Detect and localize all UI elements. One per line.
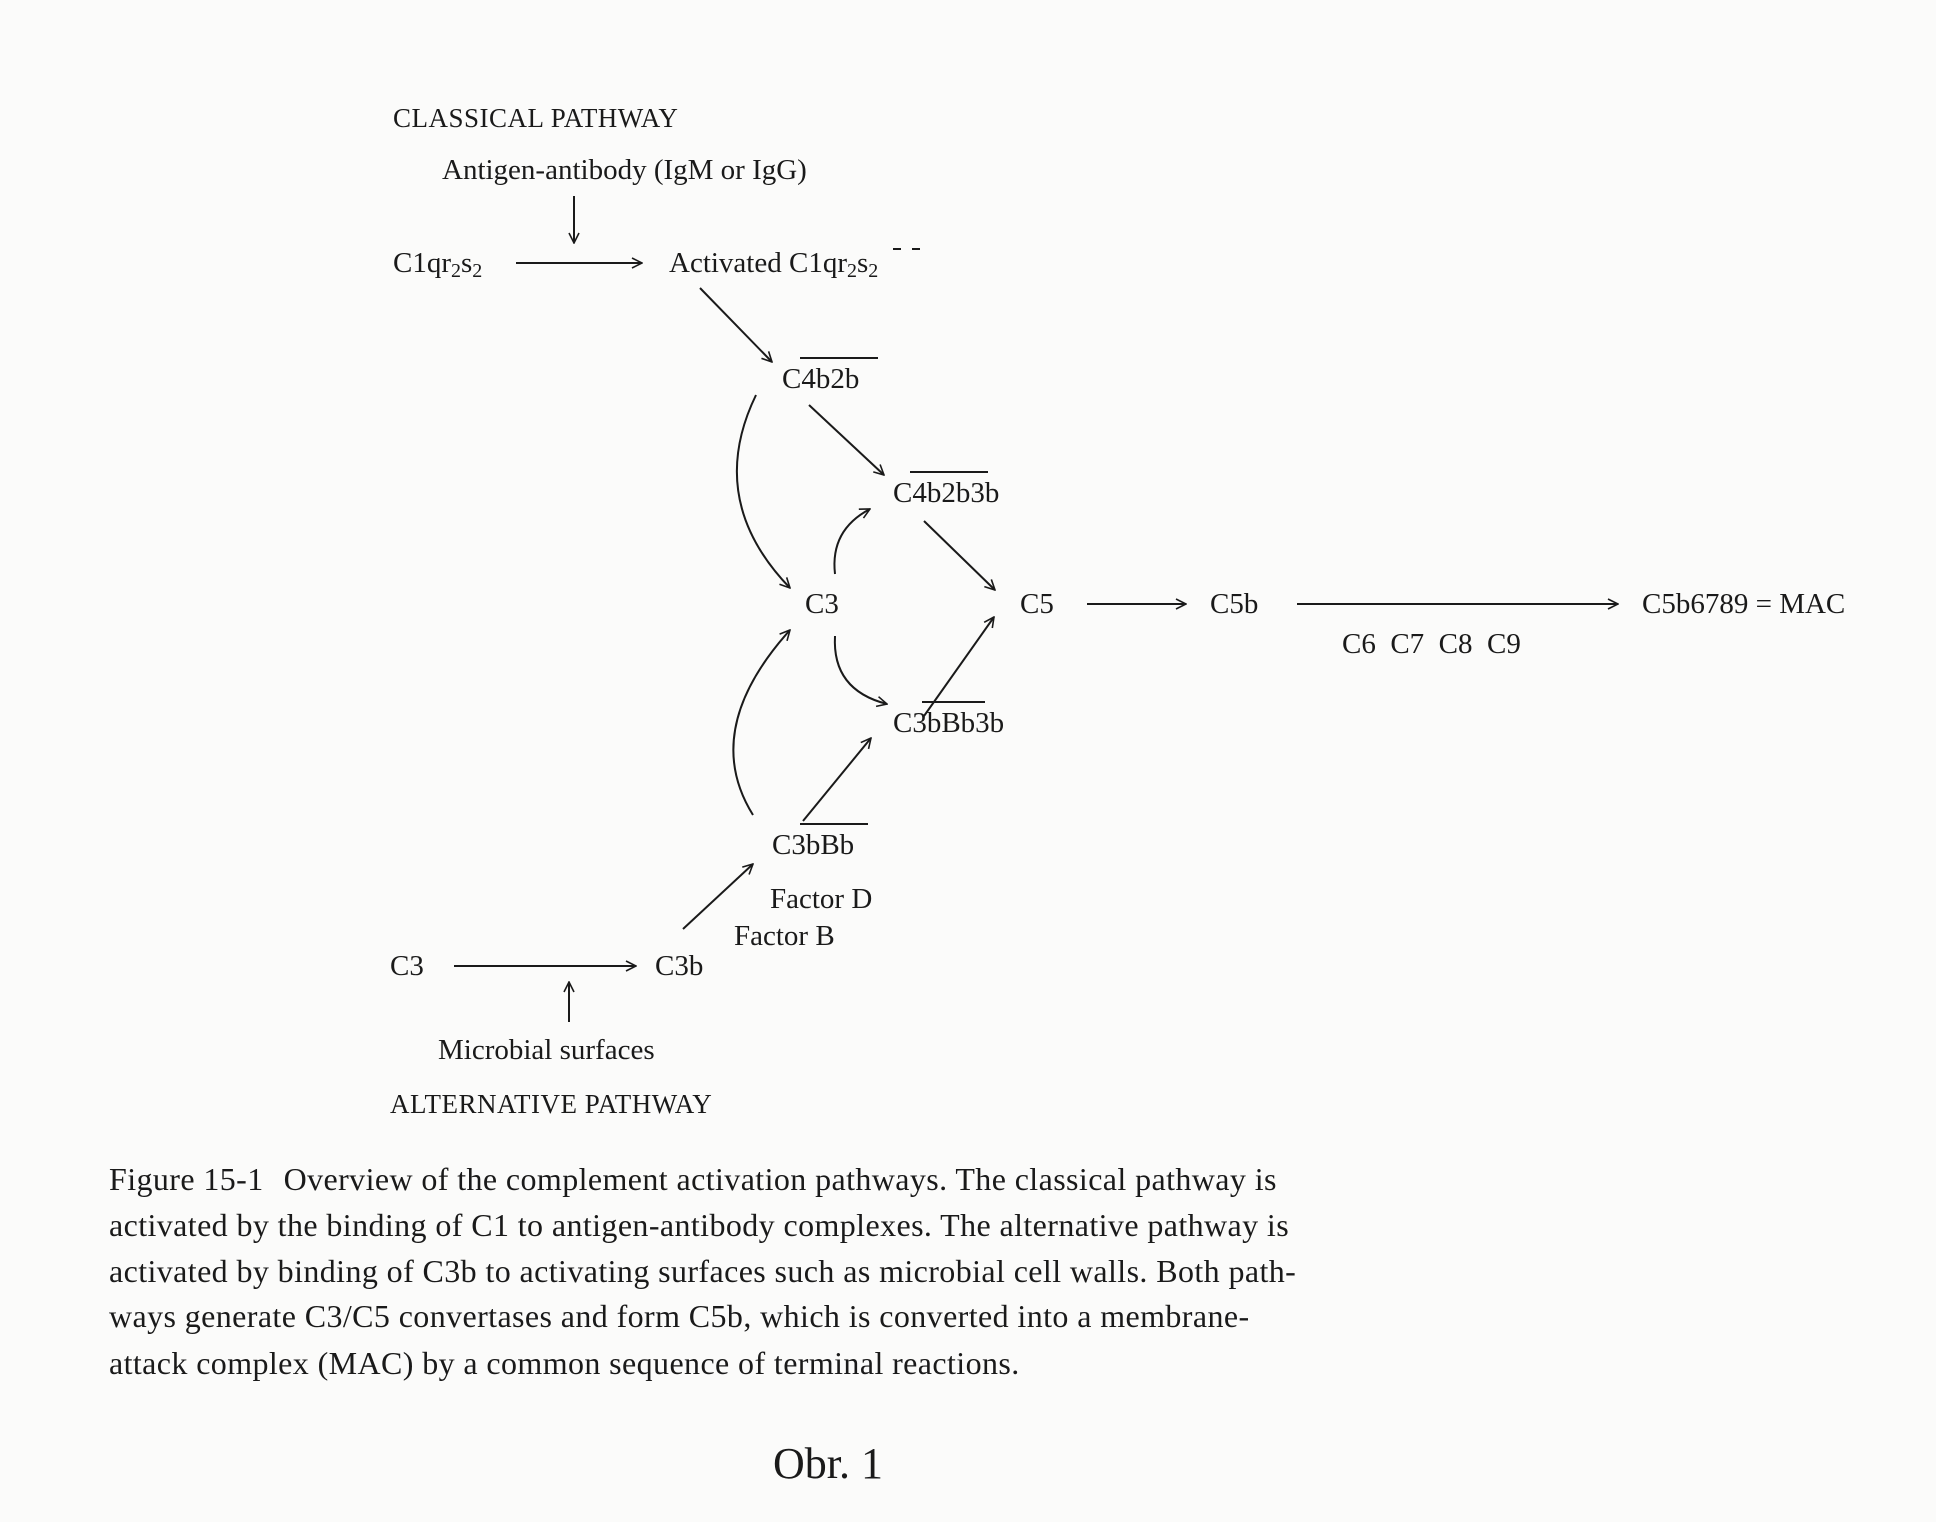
arrow-curved-icon: [735, 394, 790, 588]
c3bbb3b-label: C3bBb3b: [893, 707, 1004, 739]
arrow-diagonal-icon: [802, 738, 871, 822]
arrow-diagonal-icon: [699, 287, 772, 362]
mac-label: C5b6789 = MAC: [1642, 588, 1845, 620]
figure-caption-line: ways generate C3/C5 convertases and form…: [109, 1298, 1250, 1334]
figure-caption-line: attack complex (MAC) by a common sequenc…: [109, 1345, 1020, 1381]
c1-activated-label: Activated C1qr2s2: [669, 247, 878, 282]
c4b2b3b-label: C4b2b3b: [893, 477, 999, 509]
arrow-curved-icon: [833, 508, 870, 575]
alternative-pathway-title: ALTERNATIVE PATHWAY: [390, 1089, 712, 1119]
antigen-antibody-label: Antigen-antibody (IgM or IgG): [442, 154, 807, 186]
c5b-label: C5b: [1210, 588, 1258, 620]
arrow-diagonal-icon: [682, 864, 753, 930]
figure-number: Obr. 1: [773, 1439, 883, 1488]
classical-pathway-title: CLASSICAL PATHWAY: [393, 103, 678, 133]
terminal-components-label: C6 C7 C8 C9: [1342, 628, 1521, 660]
c3bbb-label: C3bBb: [772, 829, 854, 861]
microbial-surfaces-label: Microbial surfaces: [438, 1034, 655, 1066]
arrow-diagonal-icon: [923, 520, 995, 590]
c1-inactive-label: C1qr2s2: [393, 247, 482, 282]
alt-c3-label: C3: [390, 950, 424, 982]
figure-label: Figure 15-1: [109, 1161, 264, 1197]
factor-b-label: Factor B: [734, 920, 835, 952]
arrow-diagonal-icon: [923, 617, 994, 717]
figure-caption-line: activated by binding of C3b to activatin…: [109, 1253, 1296, 1289]
c5-label: C5: [1020, 588, 1054, 620]
c3b-label: C3b: [655, 950, 703, 982]
arrow-diagonal-icon: [808, 404, 884, 475]
factor-d-label: Factor D: [770, 883, 872, 915]
arrow-curved-icon: [833, 635, 887, 704]
arrow-curved-icon: [732, 630, 790, 816]
c4b2b-label: C4b2b: [782, 363, 859, 395]
figure-caption-line: activated by the binding of C1 to antige…: [109, 1207, 1289, 1243]
c3-label: C3: [805, 588, 839, 620]
